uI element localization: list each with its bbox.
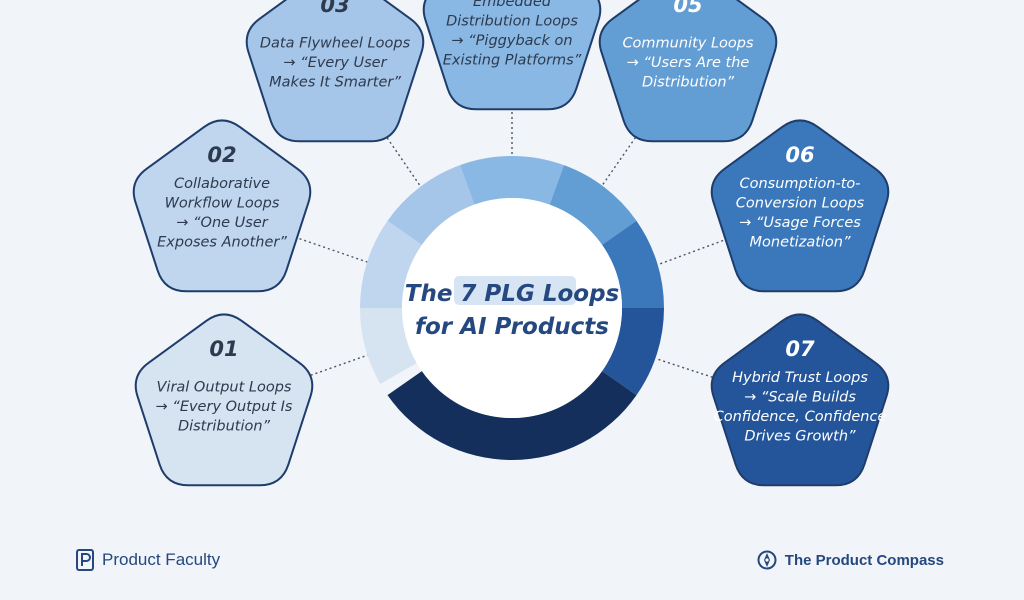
pentagon-shape-07 bbox=[710, 313, 890, 487]
connector-line-05 bbox=[598, 128, 642, 191]
loop-text-line: → “Piggyback on bbox=[451, 33, 572, 49]
loop-text-line: Embedded bbox=[473, 0, 552, 10]
loop-card-04: 04EmbeddedDistribution Loops→ “Piggyback… bbox=[422, 0, 602, 111]
pentagon-shape-04 bbox=[422, 0, 602, 111]
product-compass-label: The Product Compass bbox=[784, 551, 944, 569]
ring-segment-03 bbox=[387, 165, 475, 245]
loop-text-line: Makes It Smarter” bbox=[269, 75, 401, 91]
title-highlight bbox=[454, 276, 576, 305]
ring-segment-02 bbox=[360, 220, 422, 308]
center-title-line-1: The 7 PLG Loops bbox=[405, 281, 620, 307]
loop-text-line: → “Users Are the bbox=[627, 55, 750, 71]
product-compass-brand: The Product Compass bbox=[757, 550, 944, 570]
loop-text-line: → “Usage Forces bbox=[739, 215, 861, 231]
loop-text-line: Distribution” bbox=[178, 419, 271, 435]
connector-line-06 bbox=[656, 239, 724, 266]
loop-text-line: → “Scale Builds bbox=[744, 389, 856, 405]
product-faculty-label: Product Faculty bbox=[102, 550, 221, 569]
ring-segment-07 bbox=[602, 308, 664, 396]
product-faculty-logo-icon bbox=[76, 549, 94, 571]
loop-text-line: Community Loops bbox=[622, 36, 754, 52]
pentagon-shape-06 bbox=[710, 119, 890, 293]
ring-segment-04 bbox=[460, 156, 564, 205]
center-title-line-2: for AI Products bbox=[415, 314, 609, 340]
loop-text-line: Distribution” bbox=[642, 75, 735, 91]
loop-text-line: Workflow Loops bbox=[165, 195, 280, 211]
loop-text-line: Monetization” bbox=[750, 234, 851, 250]
loop-text-line: Conversion Loops bbox=[736, 195, 865, 211]
ring-segment-01 bbox=[360, 308, 417, 384]
loop-text-line: Consumption-to- bbox=[739, 176, 860, 192]
segment-ring bbox=[360, 156, 664, 461]
loop-text-line: Exposes Another” bbox=[157, 234, 287, 250]
loop-number-03: 03 bbox=[320, 0, 349, 17]
loop-text-line: Drives Growth” bbox=[744, 428, 856, 444]
compass-icon bbox=[757, 550, 777, 570]
loop-text-line: Data Flywheel Loops bbox=[260, 36, 411, 52]
pentagon-shape-03 bbox=[245, 0, 425, 143]
loop-text-line: Existing Platforms” bbox=[443, 52, 582, 68]
loop-text-line: Hybrid Trust Loops bbox=[732, 370, 868, 386]
ring-segment-06 bbox=[602, 220, 664, 308]
loop-text-line: Collaborative bbox=[174, 176, 270, 192]
product-faculty-brand: Product Faculty bbox=[76, 549, 220, 571]
loop-text-line: Distribution Loops bbox=[446, 13, 578, 29]
loop-number-05: 05 bbox=[673, 0, 702, 17]
connector-line-03 bbox=[380, 129, 424, 191]
loop-text-line: → “Every User bbox=[283, 55, 387, 71]
loop-text-line: → “Every Output Is bbox=[156, 399, 293, 415]
loop-number-06: 06 bbox=[785, 143, 814, 167]
loop-text-line: → “One User bbox=[176, 215, 268, 231]
ring-segment-base bbox=[387, 371, 637, 461]
loop-number-07: 07 bbox=[785, 337, 815, 361]
ring-segment-05 bbox=[549, 165, 637, 245]
connector-line-07 bbox=[656, 358, 723, 382]
center-circle bbox=[402, 198, 622, 418]
pentagon-shape-05 bbox=[598, 0, 778, 143]
pentagon-shape-01 bbox=[134, 313, 314, 487]
connector-line-01 bbox=[301, 354, 369, 380]
loop-text-line: Confidence, Confidence bbox=[714, 409, 887, 425]
loop-number-02: 02 bbox=[207, 143, 236, 167]
loop-text-line: Viral Output Loops bbox=[157, 380, 292, 396]
connector-line-02 bbox=[299, 238, 371, 264]
loop-number-01: 01 bbox=[209, 337, 238, 361]
pentagon-shape-02 bbox=[132, 119, 312, 293]
